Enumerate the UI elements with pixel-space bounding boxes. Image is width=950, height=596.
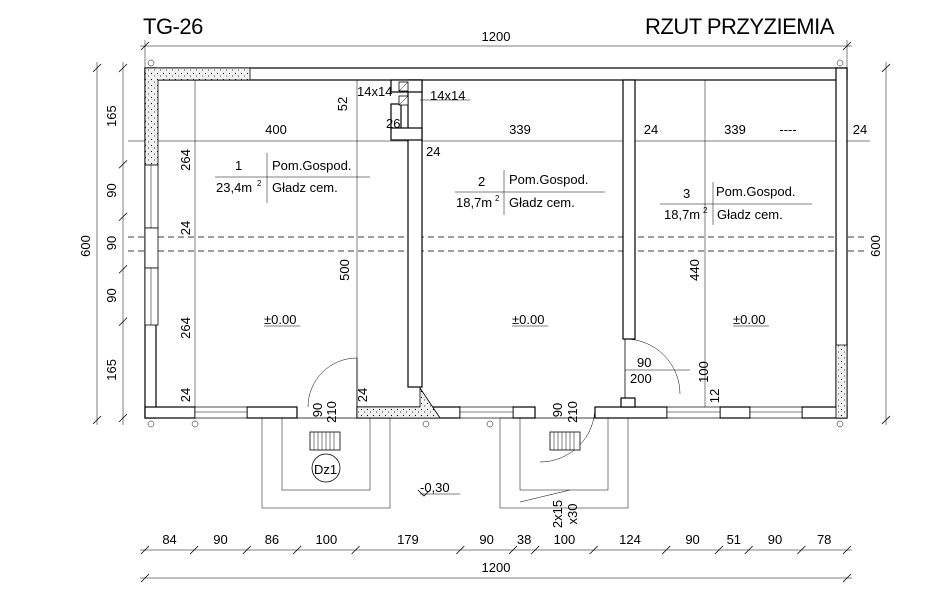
ground-level-marker [417,489,460,497]
dim-room1-24-mid: 24 [178,221,193,235]
dim-left-chain-2: 90 [104,236,119,250]
dim-door1-210: 210 [324,401,339,423]
ground-level-value: -0,30 [420,480,450,495]
door-label-dz1: Dz1 [314,462,337,477]
left-chain-dimension [118,62,128,425]
interior-door-swing [620,338,690,408]
dim-bottom-chain-10: 51 [727,532,741,547]
stair-dim-x30: x30 [565,504,580,525]
dim-bottom-chain-9: 90 [685,532,699,547]
top-overall-dimension [140,40,852,70]
room-3-number: 3 [683,186,690,201]
dim-vent-24: 24 [426,144,440,159]
dim-bottom-chain-6: 38 [517,532,531,547]
dim-left-chain-0: 165 [104,105,119,127]
dim-room3-width: 339 [724,122,746,137]
dim-door-90: 90 [637,355,651,370]
dim-left-chain-4: 165 [104,359,119,381]
dim-door2-90: 90 [550,403,565,417]
room-1-label: 1 Pom.Gospod. 23,4m 2 Gładz cem. ±0.00 [215,153,370,327]
dim-bottom-chain-1: 90 [213,532,227,547]
vent-label-1: 14x14 [357,84,392,99]
dim-bottom-chain-12: 78 [817,532,831,547]
vent-label-2: 14x14 [430,88,465,103]
dim-bottom-overall: 1200 [482,560,511,575]
drawing-code: TG-26 [143,14,203,39]
dim-right-wall-24: 24 [853,122,867,137]
exterior-walls [144,67,848,419]
room-3-label: 3 Pom.Gospod. 18,7m 2 Gładz cem. ±0.00 [660,182,812,327]
room-2-area: 18,7m [456,195,492,210]
dim-bottom-chain-11: 90 [768,532,782,547]
room-2-finish: Gładz cem. [509,195,575,210]
dim-bottom-chain-5: 90 [479,532,493,547]
room-2-level: ±0.00 [512,312,544,327]
dim-room3-100: 100 [696,361,711,383]
entrance-door-1 [261,357,391,509]
drawing-title: RZUT PRZYZIEMIA [645,14,834,39]
dim-partition-24: 24 [644,122,658,137]
dim-bottom-chain-7: 100 [554,532,576,547]
corner-markers [147,59,844,428]
room-1-area: 23,4m [216,180,252,195]
dim-vent-26: 26 [386,116,400,131]
dim-door1-24: 24 [355,388,370,402]
dim-bottom-chain-4: 179 [397,532,419,547]
room-2-number: 2 [478,174,485,189]
dim-bottom-chain-0: 84 [162,532,176,547]
dim-left-chain-3: 90 [104,288,119,302]
room-3-finish: Gładz cem. [717,207,783,222]
bottom-overall-dimension [140,573,852,583]
bottom-chain-dimension [140,545,852,555]
room-1-level: ±0.00 [264,312,296,327]
left-wall-windows [144,164,159,326]
room-3-area-unit: 2 [703,206,708,215]
room-1-finish: Gładz cem. [272,180,338,195]
dim-right-overall: 600 [868,235,883,257]
room3-dash-mark: ---- [779,122,796,137]
vent-ducts [398,81,470,106]
dim-room1-500: 500 [337,259,352,281]
dim-top-overall: 1200 [482,29,511,44]
dim-bottom-chain-3: 100 [315,532,337,547]
room-3-area: 18,7m [664,207,700,222]
dim-bottom-chain-8: 124 [619,532,641,547]
dim-room3-440: 440 [687,259,702,281]
dim-door1-90: 90 [310,403,325,417]
hatched-corner-bottomright [835,344,848,419]
stair-dim-2x15: 2x15 [550,500,565,528]
room-1-name: Pom.Gospod. [272,158,352,173]
dim-left-overall: 600 [78,235,93,257]
room-1-area-unit: 2 [257,179,262,188]
bottom-wall-windows [194,406,803,419]
dim-room2-width: 339 [509,122,531,137]
interior-partitions [390,79,636,388]
entrance-door-2 [499,406,629,509]
room-2-area-unit: 2 [495,194,500,203]
hatched-wall-bottom [356,386,441,419]
dim-door2-210: 210 [565,401,580,423]
hatched-corner-topleft [144,67,251,166]
left-overall-dimension [92,62,102,425]
dim-room1-264-a: 264 [178,149,193,171]
dim-door-200: 200 [630,371,652,386]
room-3-level: ±0.00 [733,312,765,327]
room-2-label: 2 Pom.Gospod. 18,7m 2 Gładz cem. ±0.00 [455,170,605,327]
right-overall-dimension [881,62,891,425]
room-1-number: 1 [235,158,242,173]
dim-room1-264-b: 264 [178,317,193,339]
dim-vent-52: 52 [335,97,350,111]
dim-room1-24-bottom: 24 [178,388,193,402]
dim-left-chain-1: 90 [104,183,119,197]
room-3-name: Pom.Gospod. [716,184,796,199]
dim-room1-width: 400 [265,122,287,137]
dim-room3-12: 12 [707,389,722,403]
room-2-name: Pom.Gospod. [509,172,589,187]
dim-bottom-chain-2: 86 [265,532,279,547]
